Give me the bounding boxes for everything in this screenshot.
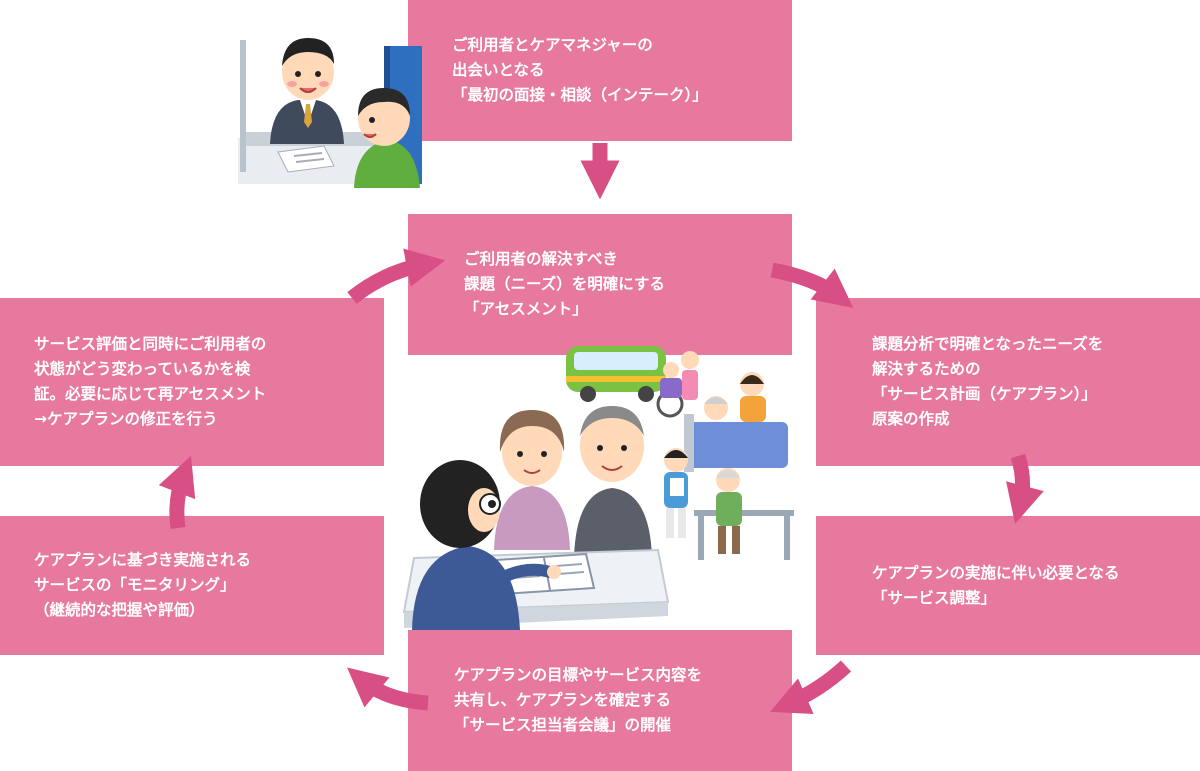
step-care-plan-text: 課題分析で明確となったニーズを 解決するための 「サービス計画（ケアプラン）」 …	[872, 335, 1104, 428]
step-intake-text: ご利用者とケアマネジャーの 出会いとなる 「最初の面接・相談（インテーク）」	[452, 36, 708, 104]
step-assessment-text: ご利用者の解決すべき 課題（ニーズ）を明確にする 「アセスメント」	[464, 250, 665, 318]
step-coordination-box: ケアプランの実施に伴い必要となる 「サービス調整」	[816, 516, 1200, 655]
arrow-icon	[1006, 453, 1044, 524]
arrow-icon	[347, 248, 446, 304]
arrow-icon	[770, 262, 854, 309]
step-evaluation-text: サービス評価と同時にご利用者の 状態がどう変わっているかを検 証。必要に応じて再…	[34, 335, 267, 428]
step-monitoring-text: ケアプランに基づき実施される サービスの「モニタリング」 （継続的な把握や評価）	[34, 551, 252, 619]
step-assessment-box: ご利用者の解決すべき 課題（ニーズ）を明確にする 「アセスメント」	[408, 214, 792, 355]
step-meeting-text: ケアプランの目標やサービス内容を 共有し、ケアプランを確定する 「サービス担当者…	[454, 666, 703, 734]
step-evaluation-box: サービス評価と同時にご利用者の 状態がどう変わっているかを検 証。必要に応じて再…	[0, 298, 384, 466]
step-meeting-box: ケアプランの目標やサービス内容を 共有し、ケアプランを確定する 「サービス担当者…	[408, 630, 792, 771]
arrow-icon	[158, 455, 196, 530]
step-intake-box: ご利用者とケアマネジャーの 出会いとなる 「最初の面接・相談（インテーク）」	[408, 0, 792, 141]
step-coordination-text: ケアプランの実施に伴い必要となる 「サービス調整」	[872, 563, 1120, 607]
arrow-icon	[770, 660, 852, 715]
arrow-icon	[347, 667, 429, 711]
step-care-plan-box: 課題分析で明確となったニーズを 解決するための 「サービス計画（ケアプラン）」 …	[816, 298, 1200, 466]
step-monitoring-box: ケアプランに基づき実施される サービスの「モニタリング」 （継続的な把握や評価）	[0, 516, 384, 655]
consultation-illustration	[238, 38, 422, 188]
care-meeting-illustration	[402, 346, 794, 630]
